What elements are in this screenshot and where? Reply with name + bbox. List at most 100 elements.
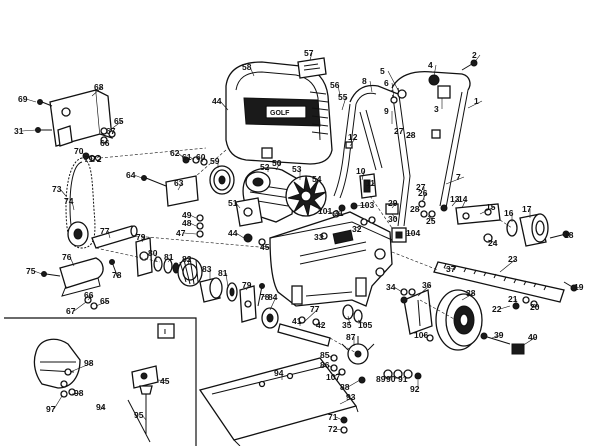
callout-c78b: 78 <box>260 292 270 302</box>
bearing-plate-right <box>239 285 257 323</box>
callout-c73: 73 <box>52 184 62 194</box>
leader-c37 <box>443 267 455 270</box>
motor-pulley <box>209 165 235 195</box>
wheel-bolt <box>480 332 511 345</box>
callout-c82: 82 <box>182 254 192 264</box>
leader-c4 <box>433 64 437 77</box>
callout-c47: 47 <box>176 228 186 238</box>
label-plate <box>297 57 327 79</box>
leader-c39 <box>491 334 503 339</box>
callout-c34: 34 <box>386 282 396 292</box>
callout-c76: 76 <box>62 252 72 262</box>
callout-c66: 66 <box>100 138 110 148</box>
callout-c84: 84 <box>268 292 278 302</box>
callout-c2: 2 <box>472 50 477 60</box>
leader-c95 <box>141 414 147 421</box>
leader-c78b <box>261 295 269 298</box>
callout-c14: 14 <box>458 194 468 204</box>
hood-badge: GOLF <box>270 110 290 117</box>
callout-c5: 5 <box>380 66 385 76</box>
leader-c55 <box>341 96 347 111</box>
callout-c101: 101 <box>318 206 332 216</box>
callout-c75: 75 <box>26 266 36 276</box>
leader-c54 <box>315 178 321 187</box>
leader-c70 <box>81 150 85 157</box>
callout-c98b: 98 <box>74 388 84 398</box>
callout-c45: 45 <box>260 242 270 252</box>
screw-2 <box>461 59 478 71</box>
callout-c1: 1 <box>474 96 479 106</box>
callout-c16: 16 <box>504 208 514 218</box>
leader-c63 <box>177 182 183 191</box>
callout-c97: 97 <box>46 404 56 414</box>
leader-c93 <box>339 396 355 405</box>
leader-c103 <box>355 204 369 207</box>
bearing-sleeve <box>342 304 363 323</box>
leader-c77b <box>303 308 319 323</box>
leader-c79 <box>141 236 145 243</box>
leader-c88 <box>347 379 361 388</box>
tine-shaft <box>277 323 331 347</box>
motor-bracket <box>235 197 263 227</box>
callout-c92: 92 <box>410 384 420 394</box>
callout-c42: 42 <box>316 320 326 330</box>
leader-c75 <box>33 270 43 275</box>
callout-c40: 40 <box>528 332 538 342</box>
callout-leaders <box>21 52 583 431</box>
leader-c18 <box>565 233 573 236</box>
callout-c72b: 72 <box>328 424 338 434</box>
bearing-84 <box>261 307 279 329</box>
tine-shaft-screw <box>109 259 119 279</box>
leader-c76 <box>69 256 75 267</box>
leader-c45 <box>261 245 269 248</box>
callout-c41: 41 <box>292 316 302 326</box>
callout-c69: 69 <box>18 94 28 104</box>
leader-c69 <box>25 98 37 103</box>
leader-c68 <box>91 86 103 97</box>
leader-c64 <box>133 174 143 179</box>
leader-c50 <box>275 162 281 171</box>
rear-roller <box>519 213 549 247</box>
leader-c30 <box>391 213 397 220</box>
callout-c44b: 44 <box>228 228 238 238</box>
leader-c47 <box>183 232 197 235</box>
leader-c49 <box>189 214 197 219</box>
leader-c72b <box>335 428 343 431</box>
callout-c78: 78 <box>112 270 122 280</box>
callout-c91: 91 <box>398 374 408 384</box>
wheel-bracket <box>403 289 433 335</box>
drive-shaft <box>91 225 138 249</box>
leader-c66b <box>87 294 93 301</box>
callout-c39: 39 <box>494 330 504 340</box>
belt-bracket <box>35 89 113 147</box>
callout-c52: 52 <box>260 162 270 172</box>
callout-c26: 26 <box>418 188 428 198</box>
callout-c45b: 45 <box>160 376 170 386</box>
inset-hood-fragment <box>33 338 81 389</box>
leader-c67 <box>111 130 115 135</box>
leader-c45b <box>157 379 169 382</box>
callout-c28b: 28 <box>410 204 420 214</box>
leader-c44 <box>219 100 229 111</box>
callout-c21: 21 <box>508 294 518 304</box>
leader-c5 <box>387 70 399 91</box>
leader-c84 <box>269 296 277 311</box>
callout-c51: 51 <box>228 198 238 208</box>
leader-c97 <box>53 395 63 410</box>
callout-c28: 28 <box>406 130 416 140</box>
callout-c70: 70 <box>74 146 84 156</box>
callout-c81: 81 <box>164 252 174 262</box>
callout-c12: 12 <box>348 132 358 142</box>
leader-c73 <box>59 188 67 197</box>
leader-c62 <box>177 152 185 159</box>
leader-c28b <box>417 208 421 211</box>
callout-c9: 9 <box>384 106 389 116</box>
leader-c51 <box>235 202 241 209</box>
callout-c53: 53 <box>292 164 302 174</box>
leader-c1 <box>467 100 483 109</box>
callout-c11: 11 <box>366 178 375 188</box>
leader-c10 <box>361 170 365 181</box>
bearing-83 <box>199 277 223 303</box>
leader-c28 <box>407 134 415 137</box>
